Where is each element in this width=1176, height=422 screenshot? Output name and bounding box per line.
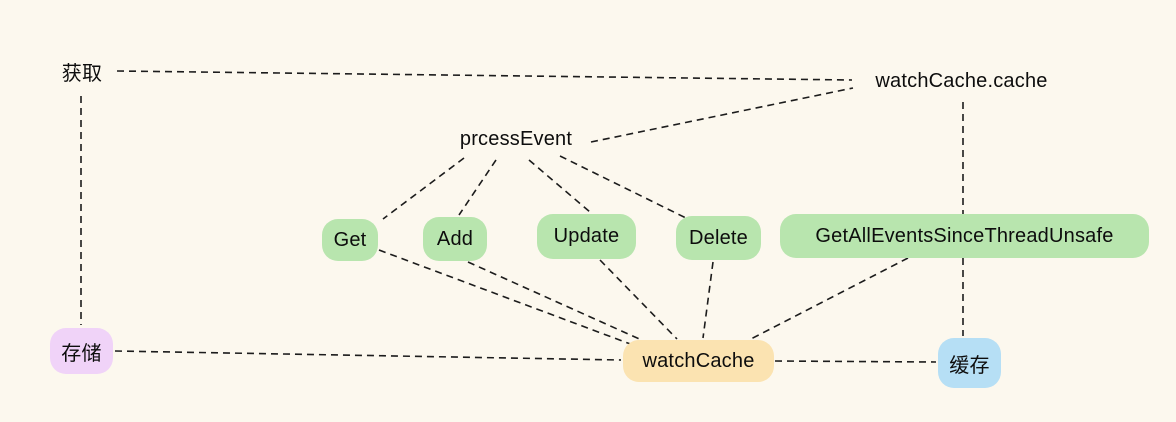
node-update[interactable]: Update <box>537 214 636 259</box>
edge-add-watchcache <box>467 261 647 343</box>
edge-prcess-event-update <box>528 159 591 213</box>
node-get[interactable]: Get <box>322 219 378 261</box>
edge-prcess-event-add <box>458 159 497 216</box>
node-watchcache-cache[interactable]: watchCache.cache <box>875 70 1048 92</box>
edge-get-watchcache <box>378 249 634 346</box>
node-get-all-events[interactable]: GetAllEventsSinceThreadUnsafe <box>780 214 1149 258</box>
edge-huoqu-watchcache-cache <box>116 70 853 81</box>
node-add[interactable]: Add <box>423 217 487 261</box>
edge-prcess-event-get <box>382 157 465 220</box>
edge-prcess-event-watchcache-cache <box>590 87 854 143</box>
node-cunchu[interactable]: 存储 <box>50 328 113 374</box>
edge-delete-watchcache <box>702 261 714 339</box>
edge-update-watchcache <box>599 259 678 340</box>
edge-cunchu-watchcache <box>114 350 622 361</box>
edge-prcess-event-delete <box>559 155 689 220</box>
node-prcess-event[interactable]: prcessEvent <box>459 128 573 150</box>
node-delete[interactable]: Delete <box>676 216 761 260</box>
node-huoqu[interactable]: 获取 <box>61 63 103 85</box>
node-watchcache[interactable]: watchCache <box>623 340 774 382</box>
edge-get-all-events-watchcache <box>748 257 909 341</box>
edge-watchcache-huancun <box>774 360 937 363</box>
node-huancun[interactable]: 缓存 <box>938 338 1001 388</box>
